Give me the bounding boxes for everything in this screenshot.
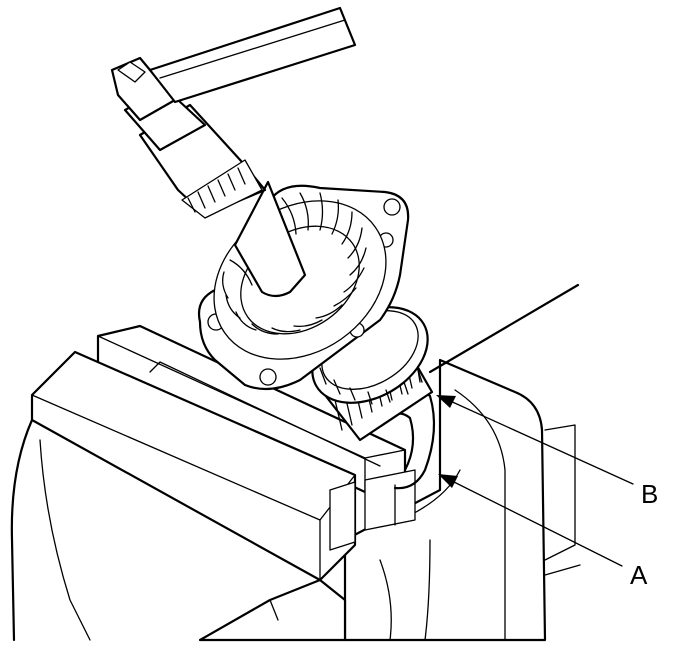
callout-label-a: A <box>630 560 648 590</box>
leader-line-b <box>436 395 634 485</box>
support-rod <box>428 283 580 374</box>
callout-label-b: B <box>641 479 659 509</box>
vise-front-jaw <box>10 350 357 642</box>
socket-wrench <box>110 6 357 298</box>
leader-line-a <box>438 474 623 567</box>
